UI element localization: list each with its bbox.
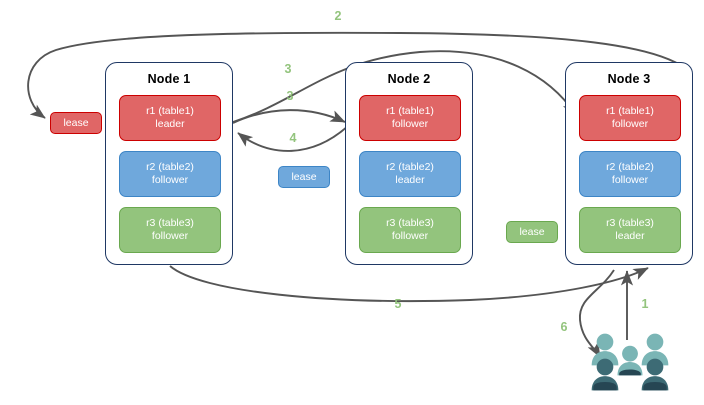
edge-step-2 [27,31,691,119]
replica-node2-r3[interactable]: r3 (table3) follower [359,207,461,253]
person-back-right [641,333,669,366]
step-label-3-node3: 3 [284,62,292,76]
node-box-node1[interactable]: Node 1 r1 (table1) leader r2 (table2) fo… [105,62,233,265]
node-title: Node 2 [387,72,431,86]
step-label-3-node2: 3 [286,89,294,103]
replica-name: r2 (table2) [606,160,654,173]
replica-name: r1 (table1) [386,104,434,117]
step-label-2: 2 [334,9,342,23]
replica-name: r1 (table1) [606,104,654,117]
step-label-4: 4 [289,131,297,145]
replica-node1-r2[interactable]: r2 (table2) follower [119,151,221,197]
lease-badge-r3[interactable]: lease [506,221,558,243]
replica-role: leader [615,230,645,242]
node-title: Node 3 [607,72,651,86]
replica-name: r2 (table2) [386,160,434,173]
lease-badge-r1[interactable]: lease [50,112,102,134]
replica-role: follower [151,174,189,186]
replica-name: r1 (table1) [146,104,194,117]
replica-role: leader [155,118,185,130]
replica-role: follower [391,230,429,242]
replica-name: r2 (table2) [146,160,194,173]
replica-node3-r3[interactable]: r3 (table3) leader [579,207,681,253]
replica-role: follower [151,230,189,242]
edge-step-4 [237,125,349,152]
edge-step-6 [579,269,615,358]
lease-badge-r2[interactable]: lease [278,166,330,188]
replica-name: r3 (table3) [146,216,194,229]
replica-node2-r1[interactable]: r1 (table1) follower [359,95,461,141]
step-label-5: 5 [394,297,402,311]
replica-node1-r1[interactable]: r1 (table1) leader [119,95,221,141]
person-base-shadows [593,369,667,391]
replica-role: follower [611,174,649,186]
clients-people-icon[interactable] [588,332,672,392]
step-label-6: 6 [560,320,568,334]
replica-role: leader [395,174,425,186]
node-box-node2[interactable]: Node 2 r1 (table1) follower r2 (table2) … [345,62,473,265]
replica-node3-r2[interactable]: r2 (table2) follower [579,151,681,197]
step-label-1: 1 [641,297,649,311]
replica-name: r3 (table3) [386,216,434,229]
replica-node2-r2[interactable]: r2 (table2) leader [359,151,461,197]
replica-node3-r1[interactable]: r1 (table1) follower [579,95,681,141]
replica-role: follower [611,118,649,130]
node-box-node3[interactable]: Node 3 r1 (table1) follower r2 (table2) … [565,62,693,265]
edge-step-5 [169,265,649,302]
node-title: Node 1 [147,72,191,86]
edge-step-3-to-node2 [232,109,346,124]
edge-step-3-to-node3 [232,50,577,123]
replica-name: r3 (table3) [606,216,654,229]
replica-role: follower [391,118,429,130]
replica-node1-r3[interactable]: r3 (table3) follower [119,207,221,253]
